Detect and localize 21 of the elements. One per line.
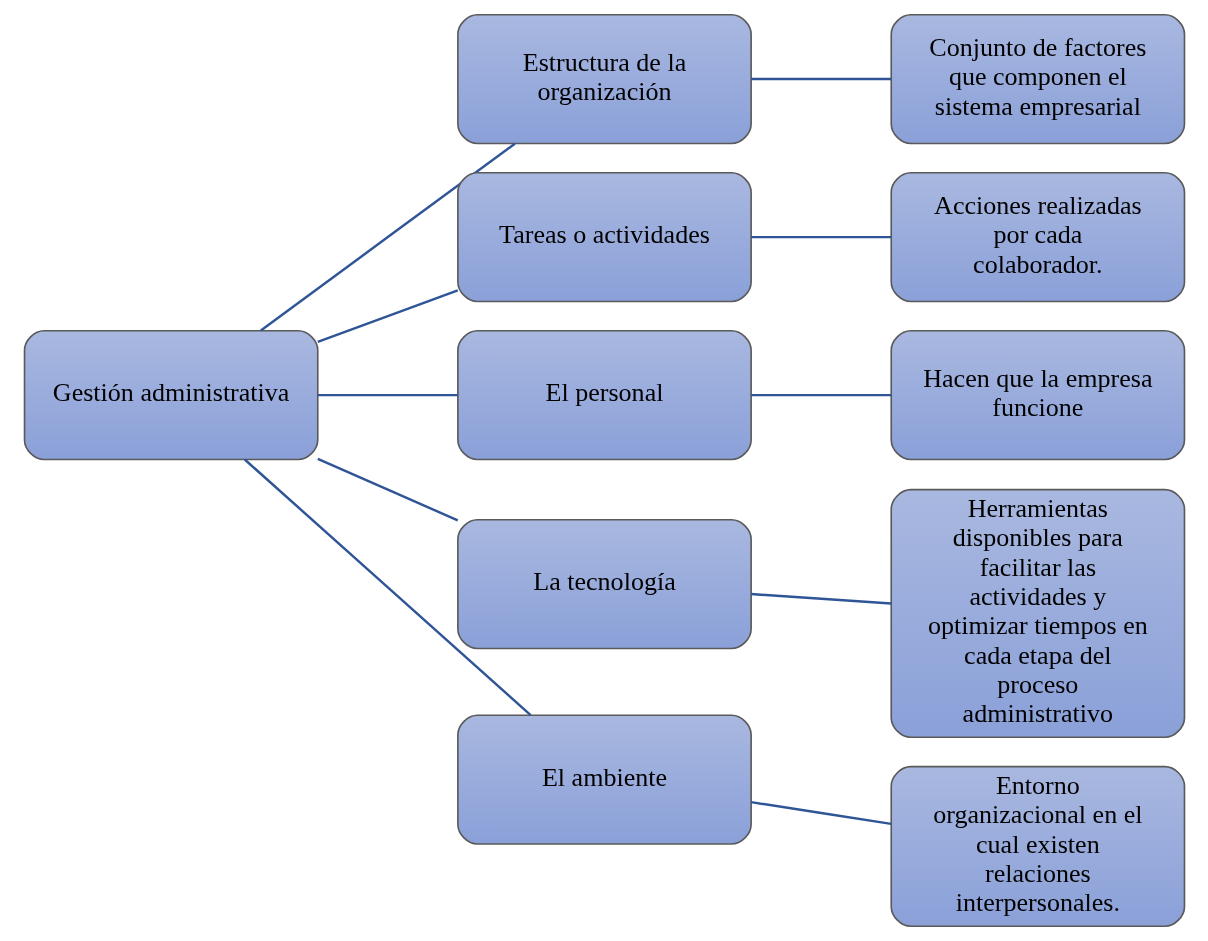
node-box: Tareas o actividades (456, 171, 752, 303)
node-box: Gestión administrativa (23, 330, 319, 461)
connector (750, 800, 891, 826)
node-box: Acciones realizadas por cada colaborador. (889, 171, 1185, 303)
node-box: El personal (456, 330, 752, 461)
node-box: La tecnología (456, 518, 752, 650)
node-box: Hacen que la empresa funcione (889, 330, 1185, 461)
connector (316, 289, 458, 344)
node-box: El ambiente (456, 714, 752, 845)
connector (317, 393, 458, 397)
node-box: Entorno organizacional en el cual existen relaciones interpersonales. (889, 765, 1185, 928)
connector (750, 235, 891, 239)
node-box: Herramientas disponibles para facilitar las actividades y optimizar tiempos en cada etapa del proceso administrativo (889, 488, 1185, 739)
connector (316, 457, 458, 522)
connector (750, 77, 891, 81)
node-box: Estructura de la organización (456, 13, 752, 145)
connector (259, 142, 516, 332)
connector (750, 393, 891, 397)
connector (243, 458, 531, 716)
connector (750, 592, 891, 605)
node-box: Conjunto de factores que componen el sistema empresarial (889, 13, 1185, 145)
